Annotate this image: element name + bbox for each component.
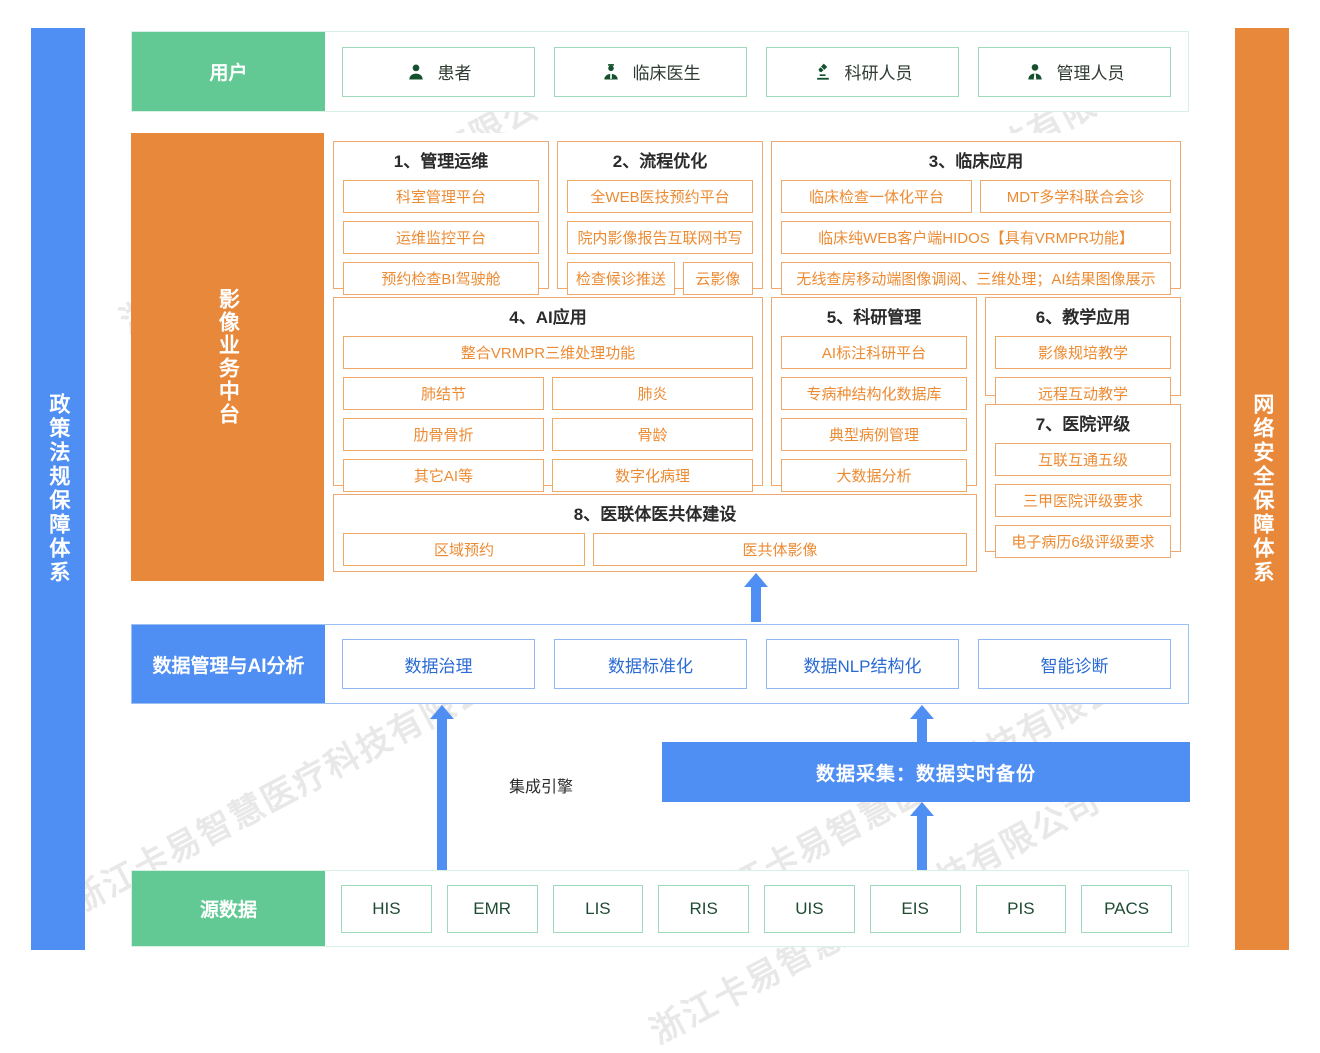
source-chip-lis[interactable]: LIS (552, 884, 644, 933)
doctor-icon (601, 62, 621, 82)
user-chip-label: 科研人员 (844, 64, 913, 83)
imaging-platform-body: 1、管理运维 科室管理平台 运维监控平台 预约检查BI驾驶舱 2、流程优化 全W… (324, 133, 1189, 581)
data-chip-nlp[interactable]: 数据NLP结构化 (766, 639, 959, 689)
group-item[interactable]: 预约检查BI驾驶舱 (343, 262, 539, 295)
security-pillar-label: 网络安全保障体系 (1250, 393, 1274, 585)
diagram-canvas: 浙江卡易智慧医疗科技有限公司 浙江卡易智慧医疗科技有限公司 浙江卡易智慧医疗科技… (31, 28, 1289, 1051)
group-item[interactable]: 影像规培教学 (995, 336, 1171, 369)
group-item[interactable]: 运维监控平台 (343, 221, 539, 254)
source-chip-pis[interactable]: PIS (975, 884, 1067, 933)
arrow-collection-up (910, 705, 934, 744)
group-item[interactable]: MDT多学科联合会诊 (980, 180, 1171, 213)
group-item[interactable]: 骨龄 (552, 418, 753, 451)
policy-pillar-label: 政策法规保障体系 (46, 393, 70, 585)
source-chip-eis[interactable]: EIS (869, 884, 961, 933)
group-item[interactable]: 其它AI等 (343, 459, 544, 492)
group-item[interactable]: 典型病例管理 (781, 418, 967, 451)
source-chip-his[interactable]: HIS (341, 884, 432, 933)
source-data-row: 源数据 HIS EMR LIS RIS UIS EIS PIS PACS (131, 870, 1189, 947)
group-item[interactable]: 互联互通五级 (995, 443, 1171, 476)
user-chip-researcher[interactable]: 科研人员 (766, 46, 959, 97)
data-chip-smart-diagnosis[interactable]: 智能诊断 (978, 639, 1171, 689)
group-item[interactable]: 电子病历6级评级要求 (995, 525, 1171, 558)
group-item[interactable]: 科室管理平台 (343, 180, 539, 213)
source-chip-uis[interactable]: UIS (764, 884, 855, 933)
group-item[interactable]: 数字化病理 (552, 459, 753, 492)
arrow-source-to-collection (910, 802, 934, 870)
data-management-row: 数据管理与AI分析 数据治理 数据标准化 数据NLP结构化 智能诊断 (131, 624, 1189, 704)
security-pillar: 网络安全保障体系 (1235, 28, 1289, 950)
source-chip-ris[interactable]: RIS (658, 884, 749, 933)
group-hospital-rating: 7、医院评级 互联互通五级 三甲医院评级要求 电子病历6级评级要求 (985, 404, 1181, 558)
group-item[interactable]: 肋骨骨折 (343, 418, 544, 451)
group-teaching-application: 6、教学应用 影像规培教学 远程互动教学 (985, 297, 1181, 410)
group-medical-alliance: 8、医联体医共体建设 区域预约 医共体影像 (333, 494, 977, 572)
data-collection-bar: 数据采集：数据实时备份 (662, 742, 1190, 802)
group-item[interactable]: 院内影像报告互联网书写 (567, 221, 753, 254)
data-chip-list: 数据治理 数据标准化 数据NLP结构化 智能诊断 (325, 625, 1188, 703)
manager-icon (1025, 62, 1045, 82)
arrow-data-to-platform (744, 573, 768, 622)
group-item[interactable]: 检查候诊推送 (567, 262, 675, 295)
group-title: 7、医院评级 (1035, 415, 1131, 434)
user-row-label: 用户 (132, 32, 325, 111)
microscope-icon (813, 62, 833, 82)
group-item[interactable]: 整合VRMPR三维处理功能 (343, 336, 753, 369)
group-clinical-application: 3、临床应用 临床检查一体化平台 MDT多学科联合会诊 临床纯WEB客户端HID… (771, 141, 1181, 295)
group-item[interactable]: 无线查房移动端图像调阅、三维处理；AI结果图像展示 (781, 262, 1171, 295)
integration-zone: 数据采集：数据实时备份 集成引擎 (131, 705, 1190, 870)
group-title: 4、AI应用 (509, 308, 587, 327)
user-chip-clinician[interactable]: 临床医生 (554, 46, 747, 97)
group-management-ops: 1、管理运维 科室管理平台 运维监控平台 预约检查BI驾驶舱 (333, 141, 549, 295)
group-research-management: 5、科研管理 AI标注科研平台 专病种结构化数据库 典型病例管理 大数据分析 (771, 297, 977, 492)
data-chip-governance[interactable]: 数据治理 (342, 639, 535, 689)
group-item[interactable]: 三甲医院评级要求 (995, 484, 1171, 517)
user-chip-list: 患者 临床医生 科研人员 管理人员 (325, 32, 1188, 111)
group-item[interactable]: AI标注科研平台 (781, 336, 967, 369)
group-title: 5、科研管理 (826, 308, 922, 327)
imaging-platform-label-box: 影像业务中台 (131, 133, 324, 581)
data-management-label: 数据管理与AI分析 (132, 625, 325, 703)
integration-engine-label: 集成引擎 (508, 779, 573, 796)
group-title: 8、医联体医共体建设 (573, 505, 737, 524)
group-title: 3、临床应用 (928, 152, 1024, 171)
group-item[interactable]: 区域预约 (343, 533, 585, 566)
user-chip-label: 管理人员 (1056, 64, 1125, 83)
imaging-platform-label: 影像业务中台 (216, 288, 240, 426)
group-item[interactable]: 大数据分析 (781, 459, 967, 492)
policy-pillar: 政策法规保障体系 (31, 28, 85, 950)
group-item[interactable]: 云影像 (682, 262, 753, 295)
user-row: 用户 患者 临床医生 科研人员 (131, 31, 1189, 112)
group-title: 2、流程优化 (612, 152, 708, 171)
group-item[interactable]: 专病种结构化数据库 (781, 377, 967, 410)
user-chip-label: 患者 (437, 64, 472, 83)
user-chip-admin[interactable]: 管理人员 (978, 46, 1171, 97)
source-data-label: 源数据 (132, 871, 325, 946)
source-chip-pacs[interactable]: PACS (1081, 884, 1172, 933)
group-title: 1、管理运维 (393, 152, 489, 171)
source-chip-list: HIS EMR LIS RIS UIS EIS PIS PACS (325, 871, 1188, 946)
group-item[interactable]: 肺结节 (343, 377, 544, 410)
group-process-optimization: 2、流程优化 全WEB医技预约平台 院内影像报告互联网书写 检查候诊推送 云影像 (557, 141, 763, 295)
group-item[interactable]: 临床纯WEB客户端HIDOS【具有VRMPR功能】 (781, 221, 1171, 254)
group-title: 6、教学应用 (1035, 308, 1131, 327)
user-chip-patient[interactable]: 患者 (342, 46, 535, 97)
user-chip-label: 临床医生 (632, 64, 701, 83)
group-item[interactable]: 全WEB医技预约平台 (567, 180, 753, 213)
person-icon (406, 62, 426, 82)
arrow-integration-engine (430, 705, 454, 870)
group-ai-application: 4、AI应用 整合VRMPR三维处理功能 肺结节 肺炎 肋骨骨折 骨龄 其它AI… (333, 297, 763, 492)
data-chip-standardization[interactable]: 数据标准化 (554, 639, 747, 689)
group-item[interactable]: 临床检查一体化平台 (781, 180, 972, 213)
imaging-platform-row: 影像业务中台 1、管理运维 科室管理平台 运维监控平台 预约检查BI驾驶舱 2、… (131, 133, 1189, 581)
source-chip-emr[interactable]: EMR (446, 884, 538, 933)
group-item[interactable]: 肺炎 (552, 377, 753, 410)
group-item[interactable]: 医共体影像 (593, 533, 967, 566)
